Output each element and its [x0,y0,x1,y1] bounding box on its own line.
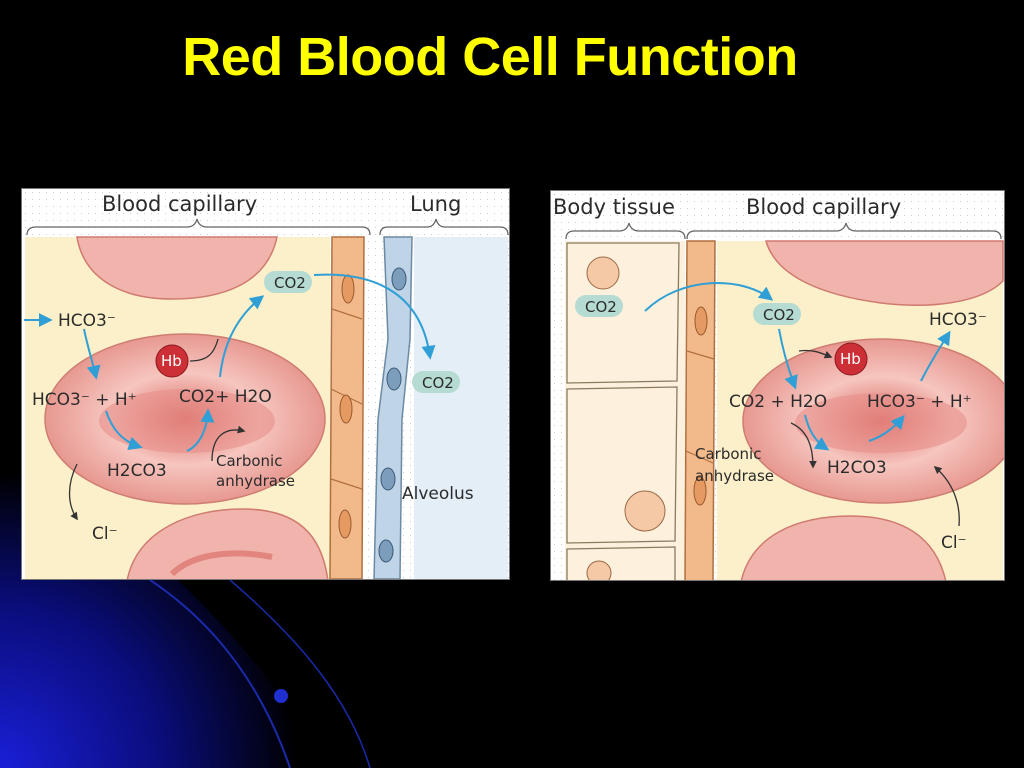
background-curve-line-2 [229,579,371,768]
co2-h2o-label: CO2 + H2O [729,392,827,412]
enzyme-label-line1: Carbonic [216,452,282,470]
red-blood-cell-top [76,236,278,300]
flow-arrow-co2-to-capillary [644,282,774,312]
red-blood-cell-bottom-shade [169,550,273,577]
hco3-entry-label: HCO3⁻ [58,311,116,331]
enzyme-label-line2: anhydrase [695,467,774,485]
red-blood-cell-bottom [740,515,947,580]
flow-arrow-hco3-out [920,330,951,382]
flow-arrow-co2-to-lung [313,273,436,360]
red-blood-cell-bottom [126,508,329,579]
flow-arrow-co2-into-cell [778,328,798,390]
flow-arrow-to-h2co3 [105,410,143,451]
tissue-exchange-diagram: Body tissue Blood capillary CO2 CO2 Hb C… [550,190,1005,581]
flow-arrow-to-h2co3 [804,414,830,451]
co2-top-label: CO2 [274,274,306,292]
blood-capillary-bracket [686,222,1002,240]
tissue-nucleus [586,256,620,290]
h2co3-label: H2CO3 [107,461,167,481]
alveolar-nucleus [386,367,402,391]
co2-lung-label: CO2 [422,374,454,392]
alveolar-nucleus [378,539,394,563]
red-blood-cell-center [99,389,275,453]
capillary-nucleus [693,476,707,506]
alveolus-air-space [414,237,508,579]
flow-arrow-hco3-to-cell [83,328,101,380]
hemoglobin-label: Hb [840,350,861,368]
co2-bubble [753,303,801,325]
hemoglobin-label: Hb [161,352,182,370]
tissue-nucleus [624,490,666,532]
co2-h2o-label: CO2+ H2O [179,387,272,407]
tissue-cell [566,546,676,580]
chloride-label: Cl⁻ [941,533,967,553]
red-blood-cell-center [795,393,967,453]
h2co3-label: H2CO3 [827,458,887,478]
co2-bubble [264,271,312,293]
flow-arrow-co2-up [219,295,265,378]
enzyme-arrow [211,425,246,462]
lung-bracket [379,218,509,236]
flow-arrow-h2co3-to-hco3 [868,414,905,442]
background-curve-line [149,579,291,768]
hco3-h-label: HCO3⁻ + H⁺ [867,392,972,412]
lung-exchange-diagram: Blood capillary Lung Hb CO2 CO2 HCO3⁻ HC… [21,188,510,580]
co2-tissue-label: CO2 [585,298,617,316]
background-dot [274,689,288,703]
flow-arrow-h2co3-to-co2 [186,408,215,452]
chloride-arrow [933,465,960,527]
enzyme-label-line1: Carbonic [695,445,761,463]
co2-bubble [575,295,623,317]
hco3-out-label: HCO3⁻ [929,310,987,330]
chloride-arrow [68,463,78,521]
body-tissue-label: Body tissue [553,195,675,219]
chloride-label: Cl⁻ [92,524,118,544]
alveolar-wall [373,236,413,579]
capillary-nucleus [338,509,352,539]
blood-capillary-label: Blood capillary [746,195,901,219]
capillary-nucleus [694,306,708,336]
slide-title: Red Blood Cell Function [182,27,798,87]
co2-capillary-label: CO2 [763,306,795,324]
enzyme-arrow [790,422,817,469]
hemoglobin-node [155,344,189,378]
tissue-nucleus [586,560,612,580]
lung-label: Lung [410,192,461,216]
capillary-nucleus [339,394,353,424]
alveolar-nucleus [380,467,396,491]
co2-bubble [412,371,460,393]
alveolus-label: Alveolus [402,484,474,504]
hemoglobin-node [834,342,868,376]
hb-arrow [189,338,219,362]
blood-capillary-label: Blood capillary [102,192,257,216]
alveolar-nucleus [391,267,407,291]
hb-arrow [798,349,833,359]
blood-capillary-bracket [26,218,371,236]
hco3-h-label: HCO3⁻ + H⁺ [32,390,137,410]
body-tissue-bracket [565,222,686,240]
capillary-wall [684,240,716,580]
capillary-nucleus [341,274,355,304]
red-blood-cell-top [765,240,1004,306]
enzyme-label-line2: anhydrase [216,472,295,490]
